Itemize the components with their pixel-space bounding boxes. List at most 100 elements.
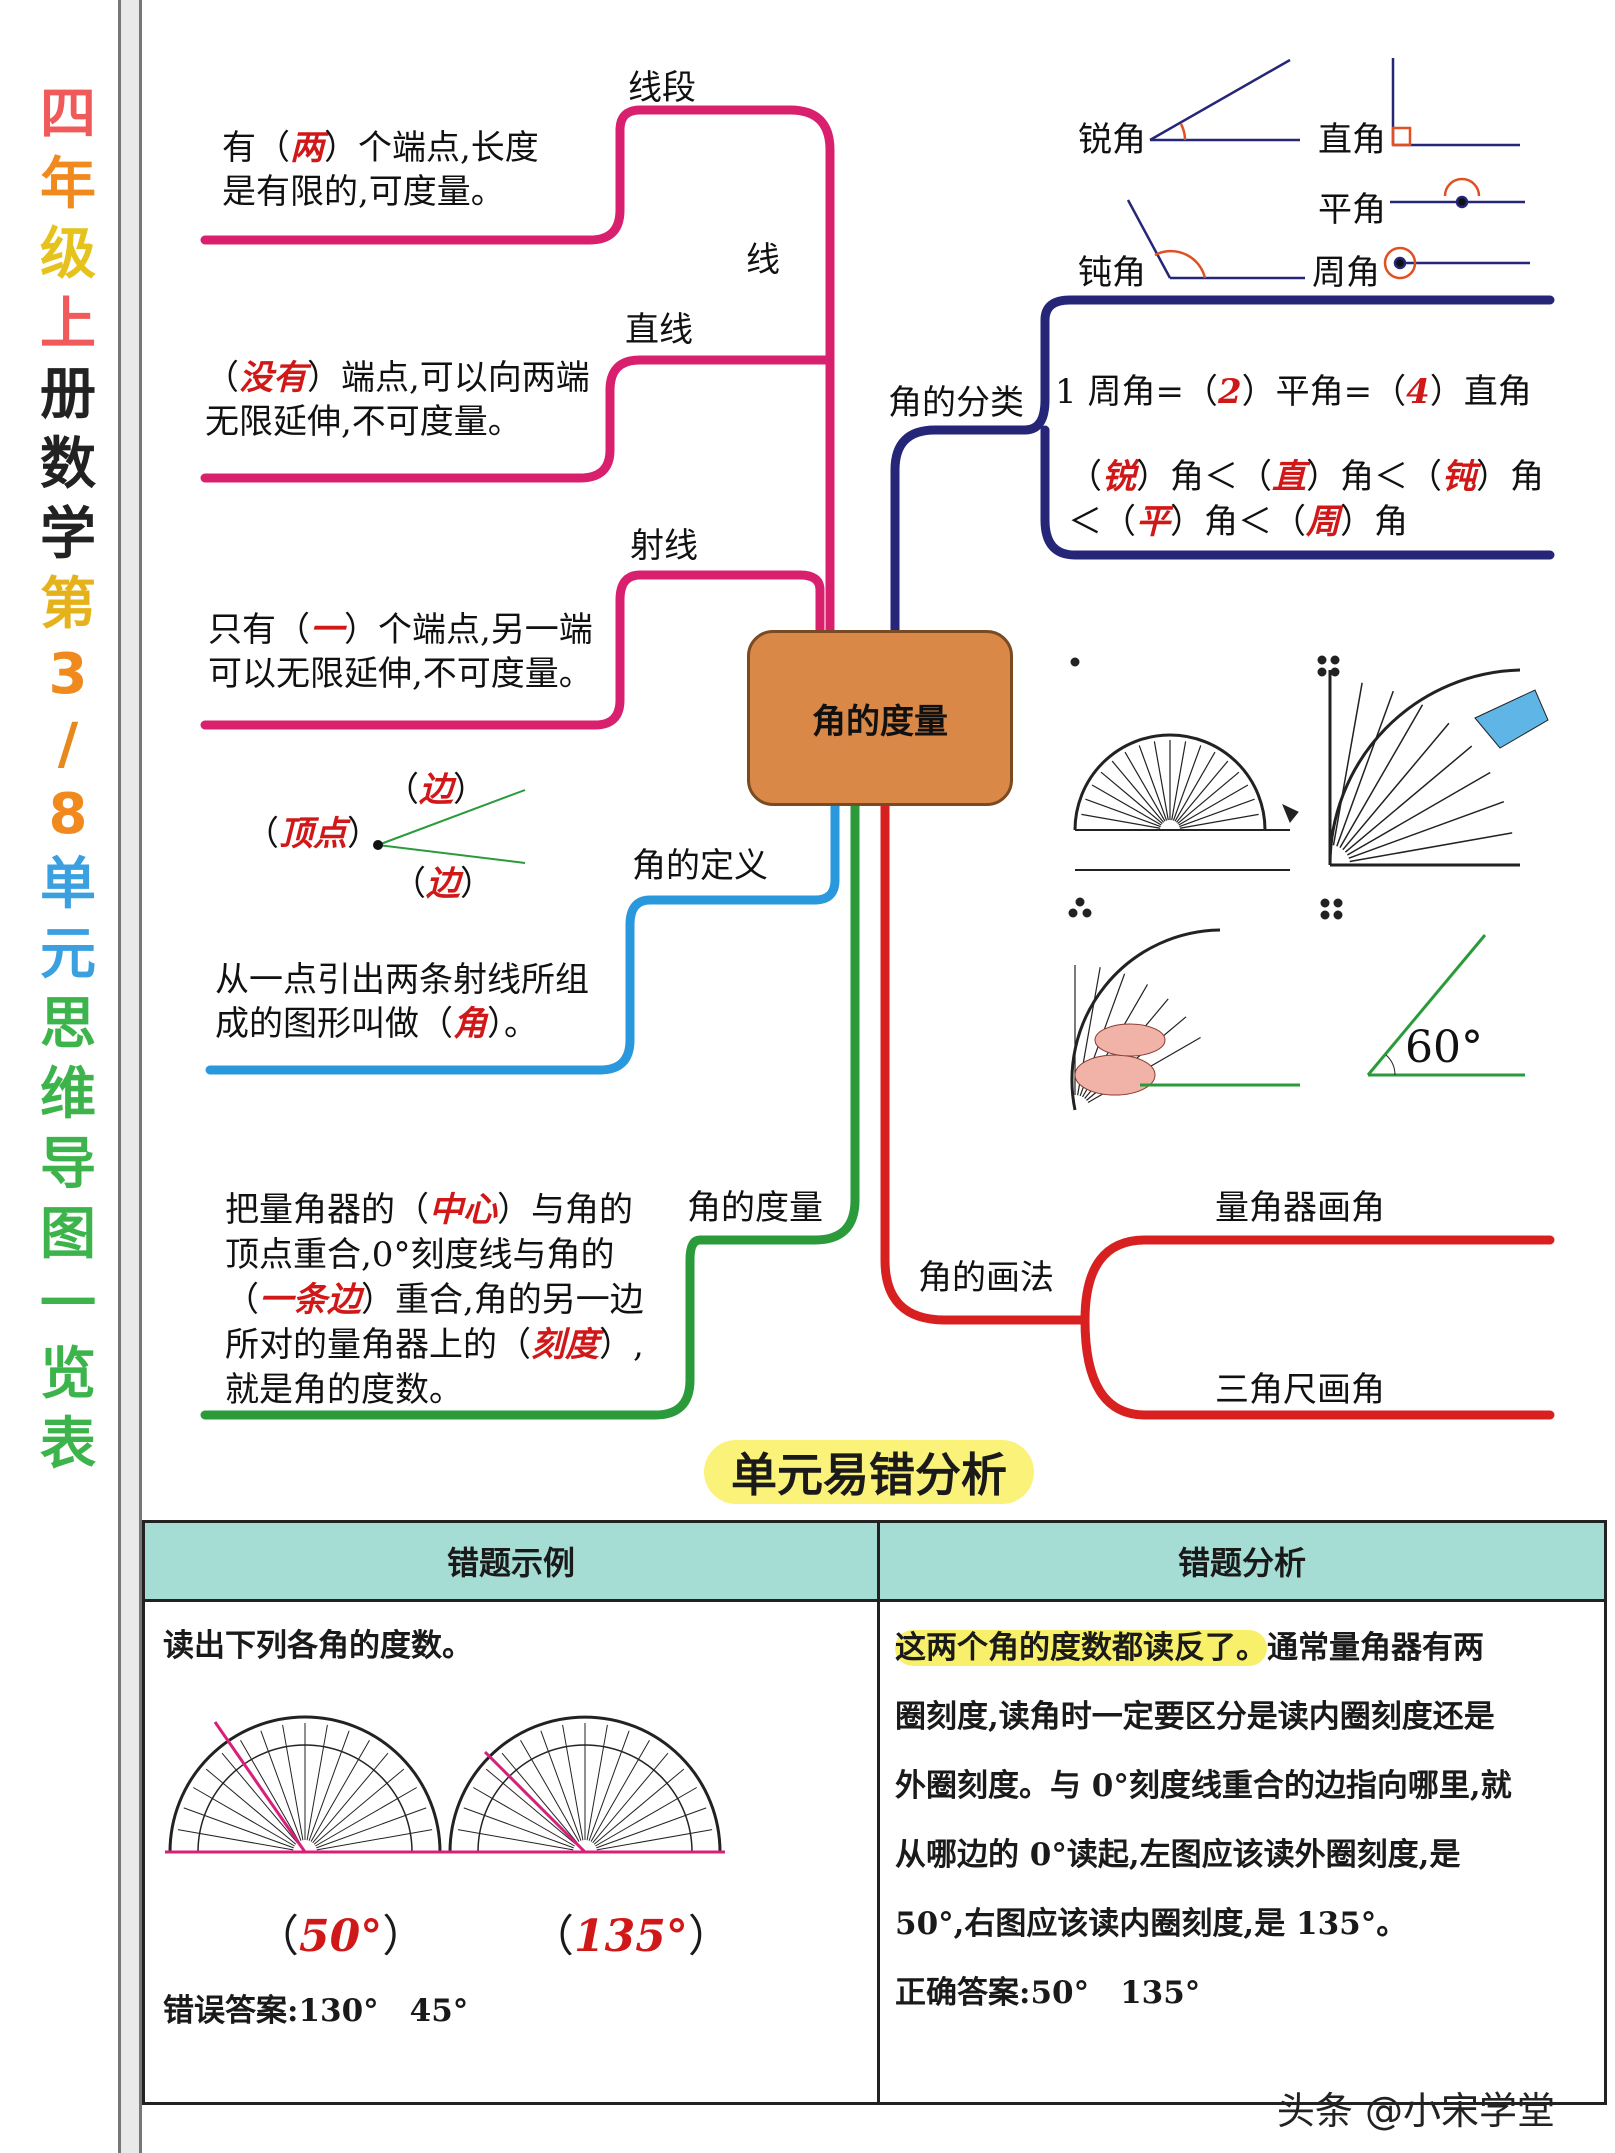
title-char: 3 bbox=[48, 642, 88, 707]
straight-line-label: 直线 bbox=[625, 310, 693, 350]
protractor-tick bbox=[193, 1787, 295, 1847]
measure-label: 角的度量 bbox=[687, 1188, 823, 1228]
title-char: 思 bbox=[40, 992, 96, 1057]
protractor-tick bbox=[1339, 704, 1424, 849]
col-example-header: 错题示例 bbox=[142, 1520, 880, 1602]
title-char: 四 bbox=[40, 82, 96, 147]
protractor-tick bbox=[586, 1724, 608, 1841]
analysis-line-1: 这两个角的度数都读反了。通常量角器有两 bbox=[895, 1630, 1484, 1666]
protractor-tick bbox=[1111, 760, 1165, 823]
ray-text-1: 只有（一）个端点,另一端 bbox=[208, 610, 593, 650]
protractor-outline bbox=[168, 1715, 442, 1854]
title-char: / bbox=[57, 712, 79, 777]
segment-branch bbox=[200, 105, 835, 635]
ray-label: 射线 bbox=[630, 526, 698, 566]
side2-text: （边） bbox=[392, 864, 494, 904]
protractor-tick bbox=[1091, 784, 1162, 826]
segment-label: 线段 bbox=[628, 68, 696, 108]
right-angle-figure bbox=[1391, 58, 1520, 147]
protractor-tick bbox=[240, 1740, 300, 1842]
protractor-tick bbox=[1177, 771, 1240, 825]
wrong-answer: 错误答案:130° 45° bbox=[163, 1993, 469, 2029]
obtuse-angle-figure bbox=[1126, 199, 1305, 280]
col-analysis-header: 错题分析 bbox=[877, 1520, 1607, 1602]
acute-angle-figure bbox=[1149, 58, 1300, 142]
title-char: 导 bbox=[40, 1132, 96, 1197]
question-text: 读出下列各角的度数。 bbox=[163, 1628, 473, 1664]
protractor-tick bbox=[596, 1807, 707, 1849]
classify-row-1: 1 周角=（2）平角=（4）直角 bbox=[1055, 372, 1532, 412]
straight-angle-figure bbox=[1390, 177, 1525, 209]
protractor-illustrations bbox=[1068, 655, 1549, 1111]
straight-text-2: 无限延伸,不可度量。 bbox=[205, 402, 522, 442]
protractor-tick bbox=[308, 1730, 350, 1841]
example-cell: 读出下列各角的度数。 （50°） （135°） 错误答案:130° 45° bbox=[142, 1599, 880, 2105]
draw-branch bbox=[880, 795, 1555, 1420]
protractor-tick bbox=[1100, 771, 1163, 825]
analysis-line-2: 圈刻度,读角时一定要区分是读内圈刻度还是 bbox=[895, 1699, 1495, 1735]
analysis-line-5: 50°,右图应该读内圈刻度,是 135°。 bbox=[895, 1906, 1408, 1942]
straight-branch bbox=[200, 355, 835, 483]
title-char: 图 bbox=[40, 1202, 96, 1267]
protractor-tick bbox=[1342, 722, 1450, 851]
protractor-tick bbox=[457, 1829, 574, 1851]
obtuse-label: 钝角 bbox=[1078, 253, 1146, 293]
protractor-tick bbox=[485, 1768, 577, 1845]
measure-text-4: 所对的量角器上的（刻度）, bbox=[225, 1325, 644, 1365]
protractor-outline bbox=[448, 1715, 722, 1854]
protractor-tick bbox=[316, 1807, 427, 1849]
example-protractors bbox=[165, 1715, 725, 1854]
definition-text-2: 成的图形叫做（角）。 bbox=[215, 1004, 538, 1044]
protractor-tick bbox=[520, 1740, 580, 1842]
protractor-tick bbox=[1175, 760, 1229, 823]
title-char: 元 bbox=[40, 922, 96, 987]
classify-branch bbox=[890, 295, 1555, 635]
protractor-tick bbox=[260, 1730, 302, 1841]
line-label: 线 bbox=[746, 240, 780, 280]
protractor-tick bbox=[1171, 741, 1187, 821]
draw-label: 角的画法 bbox=[918, 1258, 1054, 1298]
answer-2: （135°） bbox=[530, 1911, 732, 1962]
protractor-tick bbox=[313, 1768, 405, 1845]
protractor-tick bbox=[316, 1829, 433, 1851]
measure-text-5: 就是角的度数。 bbox=[225, 1370, 463, 1410]
protractor-tick bbox=[596, 1829, 713, 1851]
protractor-tick bbox=[312, 1752, 389, 1844]
measure-branch bbox=[200, 795, 860, 1420]
protractor-tick bbox=[1085, 798, 1161, 828]
protractor-tick bbox=[540, 1730, 582, 1841]
protractor-tick bbox=[463, 1807, 574, 1849]
watermark-footer: 头条 @小宋学堂 bbox=[1276, 2089, 1555, 2133]
protractor-tick bbox=[473, 1787, 575, 1847]
pencil-icon bbox=[1282, 689, 1549, 823]
answer-1: （50°） bbox=[255, 1911, 427, 1962]
title-char: 级 bbox=[40, 222, 96, 287]
protractor-tick bbox=[1344, 745, 1473, 853]
protractor-tick bbox=[1178, 784, 1249, 826]
center-node: 角的度量 bbox=[747, 630, 1013, 806]
title-char: 览 bbox=[40, 1342, 96, 1407]
protractor-tick bbox=[1349, 832, 1513, 863]
protractor-tick bbox=[1332, 682, 1363, 846]
analysis-line-3: 外圈刻度。与 0°刻度线重合的边指向哪里,就 bbox=[895, 1768, 1512, 1804]
draw-triangle-label: 三角尺画角 bbox=[1215, 1370, 1385, 1410]
error-table: 错题示例 错题分析 读出下列各角的度数。 （50°） （135°） 错误答案:1… bbox=[142, 1520, 1607, 2105]
protractor-tick bbox=[1346, 771, 1491, 856]
segment-answer: 两 bbox=[290, 128, 324, 168]
binder-spine bbox=[118, 0, 142, 2153]
title-char: 第 bbox=[40, 572, 96, 637]
mindmap-branches bbox=[200, 58, 1555, 1420]
angle-type-figures bbox=[1126, 58, 1530, 280]
protractor-large bbox=[1328, 668, 1521, 867]
analysis-line-4: 从哪边的 0°读起,左图应该读外圈刻度,是 bbox=[895, 1837, 1461, 1873]
protractor-tick bbox=[306, 1724, 328, 1841]
definition-text-1: 从一点引出两条射线所组 bbox=[215, 960, 589, 1000]
round-angle-figure bbox=[1383, 246, 1530, 280]
definition-branch bbox=[205, 795, 840, 1075]
protractor-tick bbox=[595, 1787, 697, 1847]
definition-label: 角的定义 bbox=[632, 846, 768, 886]
protractor-tick bbox=[177, 1829, 294, 1851]
dot-markers bbox=[1068, 655, 1343, 920]
protractor-tick bbox=[501, 1752, 578, 1844]
protractor-tick bbox=[1174, 751, 1216, 822]
